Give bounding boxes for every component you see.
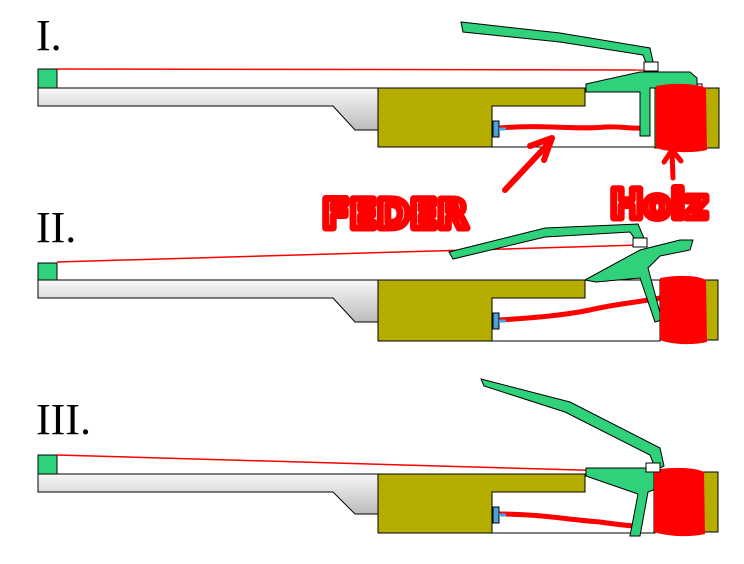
stage-3-key-lever: [37, 473, 379, 515]
stage-2-red-line: [56, 244, 641, 263]
stage-1-wheel: [643, 61, 659, 72]
stage-2-wood-red: [660, 275, 707, 345]
stage-2-wheel: [632, 237, 648, 248]
stage-2-label: II.: [36, 203, 76, 252]
stage-1-spring: [497, 124, 645, 131]
stage-2-key-lever: [37, 279, 379, 323]
stage-3-front-pad: [37, 454, 58, 475]
stage-3: III.: [36, 378, 719, 537]
stage-3-screw: [492, 506, 500, 524]
stage-1-red-line: [56, 68, 649, 71]
stage-1-wood-red: [656, 83, 707, 153]
stage-3-wheel: [645, 462, 661, 473]
stage-1-front-pad: [37, 68, 58, 89]
stage-3-red-line: [56, 454, 649, 473]
stage-1-label: I.: [36, 11, 62, 60]
stage-1-holz-arrow: [661, 147, 684, 181]
feder-arrow: [502, 135, 555, 193]
stage-3-green-arm: [480, 378, 665, 471]
stage-2-spring: [497, 295, 663, 323]
feder-label: FEDER: [322, 192, 468, 238]
stage-2-screw: [492, 312, 500, 330]
stage-2-green-arm: [448, 223, 647, 260]
stage-3-label: III.: [36, 395, 91, 444]
stage-1: I.: [36, 11, 720, 181]
stage-2: II.: [36, 203, 719, 345]
stage-2-hammer: [583, 239, 694, 323]
stage-3-wood-red: [654, 467, 705, 537]
stage-2-front-pad: [37, 262, 58, 281]
holz-label: Holz: [610, 182, 708, 228]
stage-1-key-lever: [37, 87, 379, 131]
stage-3-spring: [497, 511, 639, 529]
stage-1-green-arm: [460, 21, 655, 69]
stage-1-screw: [492, 120, 500, 138]
